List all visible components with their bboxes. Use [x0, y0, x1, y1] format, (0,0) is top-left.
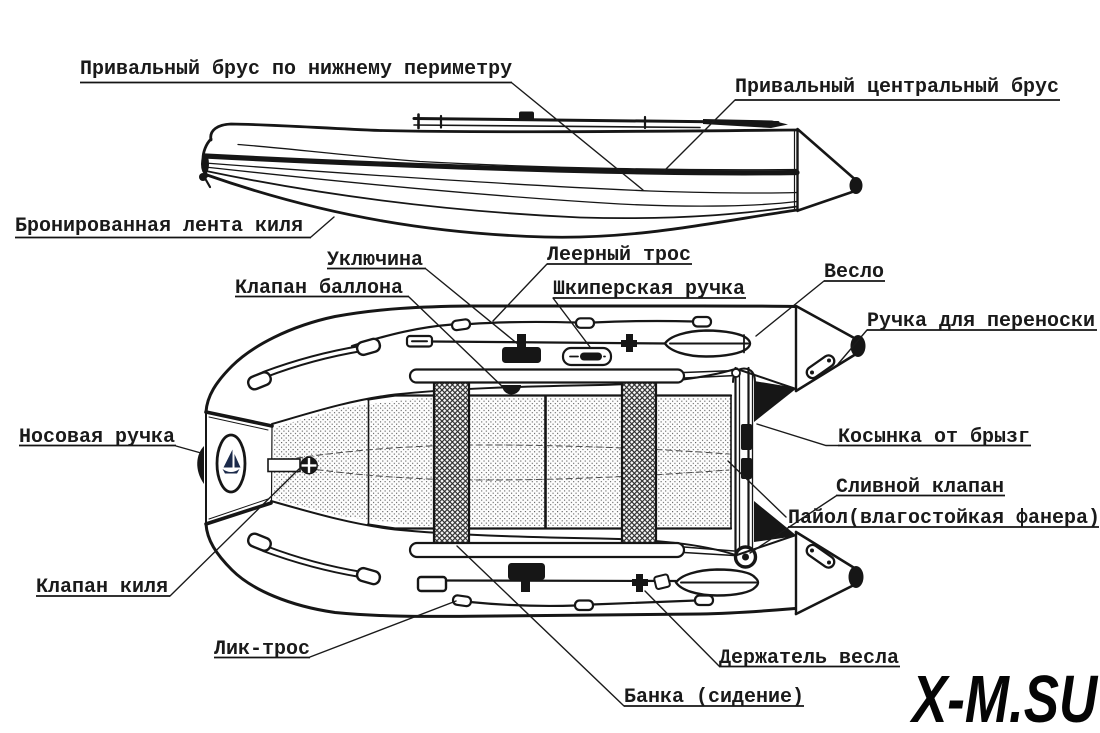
svg-text:Бронированная лента киля: Бронированная лента киля [15, 215, 303, 238]
svg-text:X-M.SU: X-M.SU [909, 661, 1098, 733]
svg-text:Лик-трос: Лик-трос [214, 638, 310, 661]
svg-text:Леерный трос: Леерный трос [547, 244, 691, 267]
svg-text:Носовая ручка: Носовая ручка [19, 426, 175, 449]
svg-text:Привальный центральный брус: Привальный центральный брус [735, 76, 1059, 99]
svg-text:Уключина: Уключина [327, 249, 423, 272]
svg-text:Косынка от брызг: Косынка от брызг [838, 426, 1030, 449]
svg-text:Весло: Весло [824, 261, 884, 284]
svg-text:Банка (сидение): Банка (сидение) [624, 686, 804, 709]
svg-text:Ручка для переноски: Ручка для переноски [867, 310, 1095, 333]
svg-text:Привальный брус по нижнему пер: Привальный брус по нижнему периметру [80, 58, 512, 81]
svg-text:Пайол(влагостойкая фанера): Пайол(влагостойкая фанера) [788, 507, 1100, 530]
svg-text:Шкиперская ручка: Шкиперская ручка [553, 278, 745, 301]
svg-text:Держатель весла: Держатель весла [719, 647, 899, 670]
svg-text:Сливной клапан: Сливной клапан [836, 476, 1004, 499]
svg-text:Клапан киля: Клапан киля [36, 576, 168, 599]
svg-text:Клапан баллона: Клапан баллона [235, 277, 403, 300]
